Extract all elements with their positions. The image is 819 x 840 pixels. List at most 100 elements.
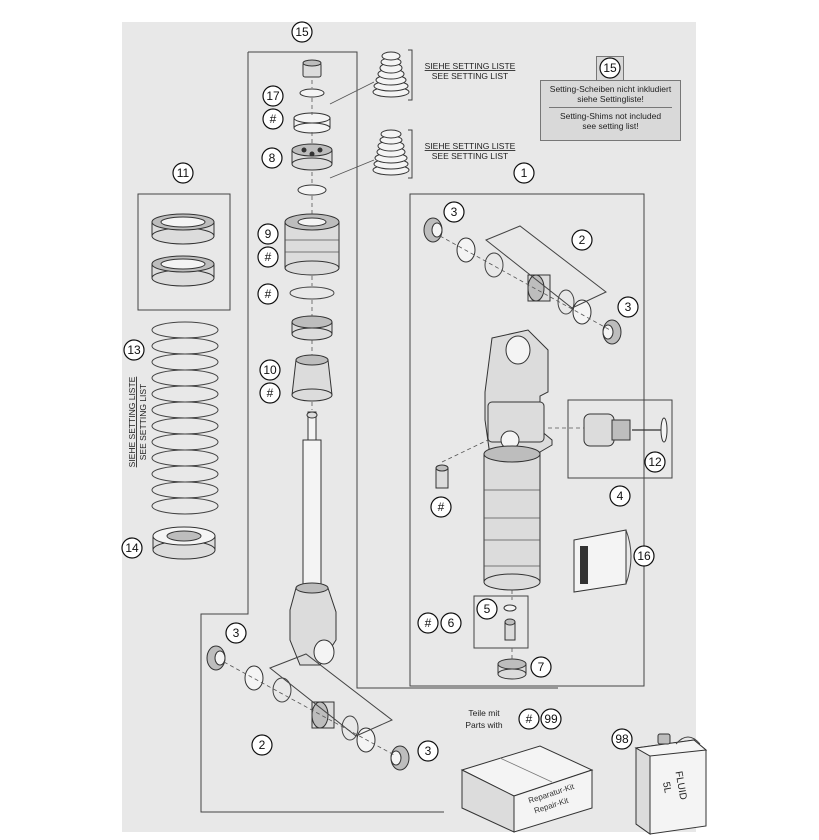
callout-10: 10 <box>259 359 281 381</box>
axis-top-bushings <box>439 235 611 331</box>
svg-text:1: 1 <box>521 166 528 180</box>
callout-8: 8 <box>261 147 283 169</box>
piston-rod-nut <box>302 59 322 78</box>
callout-98: 98 <box>611 728 633 750</box>
svg-text:15: 15 <box>603 61 617 75</box>
fluid-can-98: FLUID 5L <box>634 733 708 835</box>
group-11-frame <box>137 193 231 311</box>
callout-14: 14 <box>121 537 143 559</box>
shim-leader-mid <box>329 159 375 179</box>
svg-text:11: 11 <box>177 166 190 180</box>
note-de-line1: Setting-Scheiben nicht inkludiert <box>549 84 672 94</box>
shim-leader-top <box>329 81 375 105</box>
spring-13 <box>151 321 219 515</box>
bearing-2-top <box>527 274 592 325</box>
piston-8 <box>291 143 333 171</box>
svg-text:#: # <box>267 386 274 400</box>
svg-text:9: 9 <box>265 227 272 241</box>
callout-3-c: 3 <box>225 622 247 644</box>
callout-5: 5 <box>476 598 498 620</box>
callout-hash-ring: # <box>257 283 279 305</box>
callout-17: 17 <box>262 85 284 107</box>
group-6-frame <box>473 595 529 649</box>
note-de-line2: siehe Settingliste! <box>577 94 644 104</box>
svg-text:2: 2 <box>259 738 266 752</box>
repair-kit-box: Reparatur-Kit Repair-Kit <box>460 745 594 833</box>
shim-bracket-mid <box>408 129 413 179</box>
setting-list-spring-en: SEE SETTING LIST <box>138 384 148 461</box>
svg-text:#: # <box>265 287 272 301</box>
setting-list-mid-en: SEE SETTING LIST <box>432 151 509 161</box>
svg-text:3: 3 <box>233 626 240 640</box>
callout-hash-9: # <box>257 246 279 268</box>
lock-nut-upper <box>151 213 215 245</box>
ring-17 <box>293 112 331 134</box>
callout-16: 16 <box>633 545 655 567</box>
setting-list-mid-de: SIEHE SETTING LISTE <box>425 141 516 151</box>
svg-text:16: 16 <box>637 549 651 563</box>
lower-bearing-bracket <box>269 653 393 737</box>
svg-text:3: 3 <box>451 205 458 219</box>
bushing-3-lower-right <box>390 745 410 771</box>
lock-nut-lower <box>151 255 215 287</box>
svg-text:3: 3 <box>425 744 432 758</box>
bushing-3-right <box>602 319 622 345</box>
svg-text:13: 13 <box>127 343 141 357</box>
kit-label-en: Parts with <box>465 720 503 730</box>
svg-text:2: 2 <box>579 233 586 247</box>
note-en-line1: Setting-Shims not included <box>559 111 662 121</box>
svg-text:99: 99 <box>544 712 558 726</box>
svg-text:#: # <box>265 250 272 264</box>
callout-hash-left: # <box>430 496 452 518</box>
group-15-frame <box>200 51 558 813</box>
bushing-3-lower-left <box>206 645 226 671</box>
callout-15-top: 15 <box>291 21 313 43</box>
note-en-line2: see setting list! <box>582 121 639 131</box>
sticker-16 <box>573 529 632 593</box>
svg-text:8: 8 <box>269 151 276 165</box>
note-divider <box>549 107 672 108</box>
washer-17 <box>299 88 325 98</box>
fluid-label-line1: FLUID <box>673 770 689 800</box>
seal-ring <box>291 315 333 341</box>
setting-list-top-de: SIEHE SETTING LISTE <box>425 61 516 71</box>
fluid-label-line2: 5L <box>660 781 673 794</box>
group-1-frame <box>409 193 645 687</box>
axis-small-valve <box>441 439 489 463</box>
svg-text:4: 4 <box>617 489 624 503</box>
svg-text:14: 14 <box>125 541 139 555</box>
callout-9: 9 <box>257 223 279 245</box>
callout-99: 99 <box>540 708 562 730</box>
callout-11: 11 <box>172 162 194 184</box>
setting-list-spring-de: SIEHE SETTING LISTE <box>127 376 137 467</box>
bushing-3-top <box>423 217 443 243</box>
small-valve-left <box>435 464 449 489</box>
bearing-group-bracket <box>485 225 607 309</box>
shim-stack-top <box>372 51 410 98</box>
callout-7: 7 <box>530 656 552 678</box>
callout-3-a: 3 <box>443 201 465 223</box>
callout-1: 1 <box>513 162 535 184</box>
svg-text:17: 17 <box>266 89 280 103</box>
reservoir-cylinder <box>483 445 541 591</box>
svg-text:5: 5 <box>484 602 491 616</box>
svg-text:12: 12 <box>648 455 662 469</box>
callout-4: 4 <box>609 485 631 507</box>
callout-15-note: 15 <box>599 57 621 79</box>
svg-text:#: # <box>270 112 277 126</box>
svg-text:#: # <box>526 712 533 726</box>
callout-3-d: 3 <box>417 740 439 762</box>
callout-2-a: 2 <box>571 229 593 251</box>
group-4-frame <box>567 399 673 479</box>
svg-text:#: # <box>425 616 432 630</box>
o-ring <box>289 286 335 300</box>
setting-shims-note: Setting-Scheiben nicht inkludiert siehe … <box>540 80 681 141</box>
svg-text:3: 3 <box>625 300 632 314</box>
spring-retainer-14 <box>152 526 216 560</box>
svg-text:10: 10 <box>263 363 277 377</box>
kit-label-de: Teile mit <box>468 708 500 718</box>
callout-hash-17: # <box>262 108 284 130</box>
callout-12: 12 <box>644 451 666 473</box>
